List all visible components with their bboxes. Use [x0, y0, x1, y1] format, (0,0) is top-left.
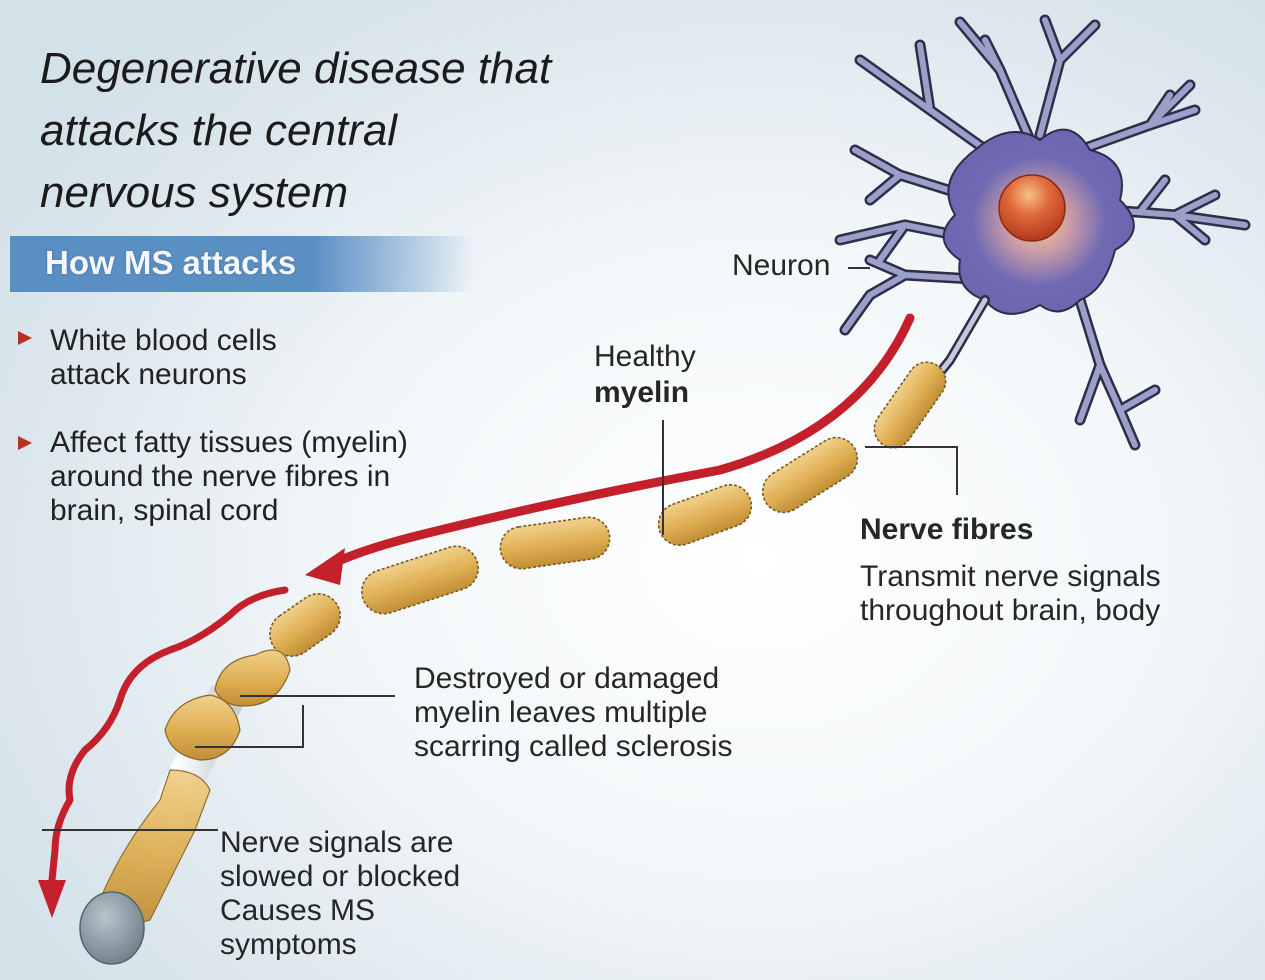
label-nerve-fibres: Nerve fibres	[860, 513, 1034, 546]
signal-arrow-healthy	[325, 313, 915, 570]
leader-lines	[42, 267, 958, 831]
section-banner: How MS attacks	[10, 236, 475, 292]
signal-arrow-head	[305, 548, 345, 585]
signal-arrow-head-bottom	[38, 880, 66, 918]
triangle-right-icon	[18, 436, 32, 450]
axon-end	[79, 891, 145, 965]
signal-arrow-damaged	[48, 586, 289, 884]
bullet-fatty-tissues: Affect fatty tissues (myelin) around the…	[50, 426, 408, 527]
neuron-nucleus	[998, 174, 1066, 242]
headline: Degenerative disease that attacks the ce…	[40, 44, 552, 217]
label-nerve-fibres-desc: Transmit nerve signals throughout brain,…	[860, 560, 1161, 627]
label-damaged-myelin: Destroyed or damaged myelin leaves multi…	[414, 662, 733, 763]
label-nerve-signals: Nerve signals are slowed or blocked Caus…	[220, 826, 461, 961]
label-neuron: Neuron	[732, 249, 831, 282]
triangle-right-icon	[18, 331, 32, 345]
neuron-dendrites	[834, 14, 1251, 451]
section-title: How MS attacks	[45, 244, 297, 281]
bullet-white-blood-cells: White blood cells attack neurons	[50, 324, 277, 391]
label-myelin: myelin	[594, 376, 690, 409]
label-healthy: Healthy	[594, 340, 696, 373]
healthy-myelin-segments	[269, 361, 947, 657]
damaged-myelin	[99, 649, 291, 924]
